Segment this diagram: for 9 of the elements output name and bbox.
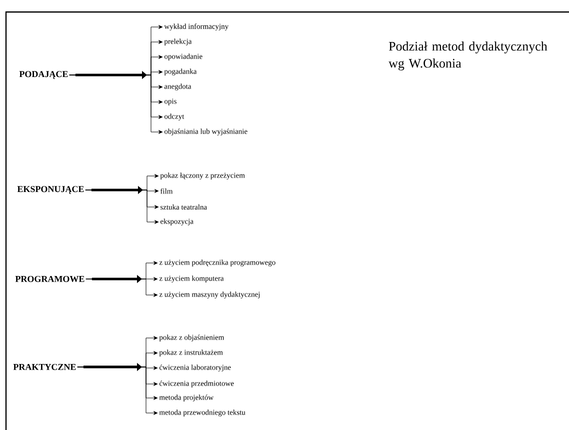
- arrow: [69, 74, 163, 134]
- title: Podział metod dydaktycznych wg W.Okonia: [388, 42, 548, 70]
- arrow: [77, 366, 158, 415]
- category-label: PODAJĄCE: [19, 71, 68, 79]
- category-label: PROGRAMOWE: [15, 276, 84, 282]
- arrow: [85, 190, 159, 224]
- category-label: PRAKTYCZNE: [13, 364, 76, 370]
- arrow: [86, 278, 158, 297]
- category-label: EKSPONUJĄCE: [17, 186, 84, 194]
